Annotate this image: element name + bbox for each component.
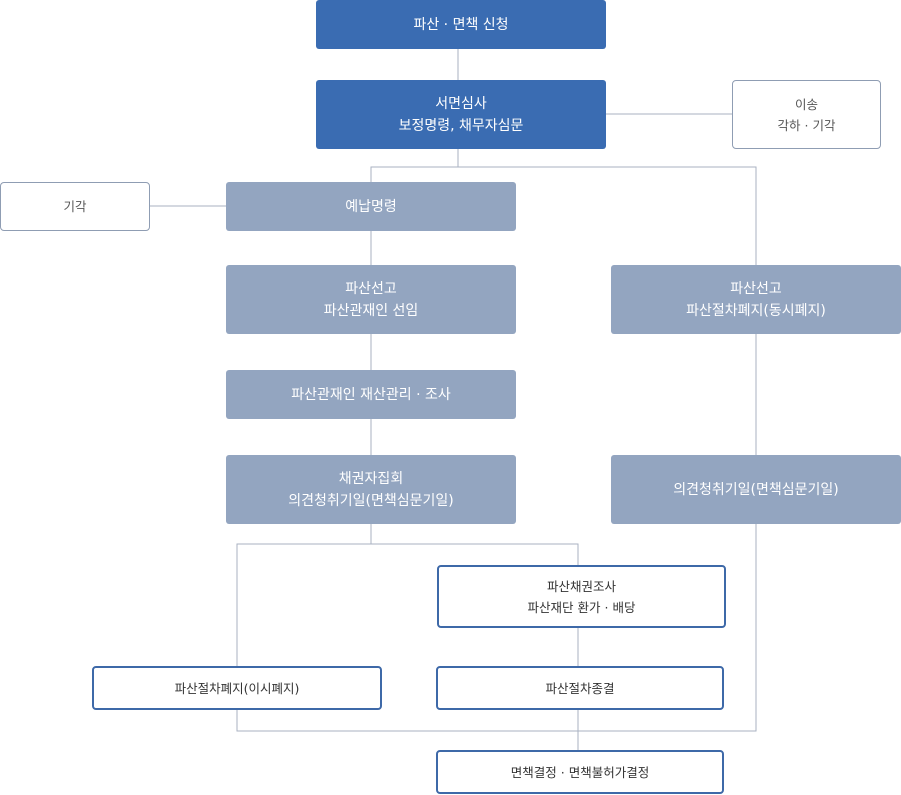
opinion-hearing-label: 의견청취기일(면책심문기일) — [288, 492, 454, 509]
claims-investigation-box: 파산채권조사 파산재단 환가 · 배당 — [437, 565, 726, 628]
connector — [370, 166, 757, 265]
creditors-meeting-label: 채권자집회 — [338, 470, 404, 487]
discharge-decision-label: 면책결정 · 면책불허가결정 — [510, 764, 650, 780]
abolition-after-label: 파산절차폐지(이시폐지) — [174, 680, 300, 696]
reject-label: 각하 · 기각 — [777, 117, 836, 133]
review-sublabel: 보정명령, 채무자심문 — [398, 117, 524, 134]
opinion-hearing-box: 의견청취기일(면책심문기일) — [611, 455, 901, 524]
trustee-appointment-label: 파산관재인 선임 — [323, 302, 419, 319]
review-box: 서면심사 보정명령, 채무자심문 — [316, 80, 606, 149]
creditors-meeting-box: 채권자집회 의견청취기일(면책심문기일) — [226, 455, 516, 524]
transfer-label: 이송 — [794, 96, 818, 112]
asset-management-box: 파산관재인 재산관리 · 조사 — [226, 370, 516, 419]
prepayment-label: 예납명령 — [345, 198, 397, 215]
review-label: 서면심사 — [435, 95, 487, 112]
termination-box: 파산절차종결 — [436, 666, 724, 710]
application-box: 파산 · 면책 신청 — [316, 0, 606, 49]
connector — [236, 524, 372, 667]
application-label: 파산 · 면책 신청 — [413, 16, 509, 33]
discharge-decision-box: 면책결정 · 면책불허가결정 — [436, 750, 724, 794]
declaration-box: 파산선고 파산관재인 선임 — [226, 265, 516, 334]
asset-management-label: 파산관재인 재산관리 · 조사 — [291, 386, 451, 403]
connector — [371, 543, 579, 565]
claims-investigation-label: 파산채권조사 — [546, 578, 616, 594]
declaration-label: 파산선고 — [730, 280, 782, 297]
declaration-simultaneous-box: 파산선고 파산절차폐지(동시폐지) — [611, 265, 901, 334]
dismissal-label: 기각 — [63, 199, 87, 214]
simultaneous-abolition-label: 파산절차폐지(동시폐지) — [686, 302, 826, 319]
prepayment-order-box: 예납명령 — [226, 182, 516, 231]
opinion-hearing-label: 의견청취기일(면책심문기일) — [673, 481, 839, 498]
abolition-after-box: 파산절차폐지(이시폐지) — [92, 666, 382, 710]
termination-label: 파산절차종결 — [545, 680, 615, 696]
connector — [236, 524, 757, 732]
dismissal-box: 기각 — [0, 182, 150, 231]
declaration-label: 파산선고 — [345, 280, 397, 297]
transfer-reject-box: 이송 각하 · 기각 — [732, 80, 881, 149]
liquidation-dividend-label: 파산재단 환가 · 배당 — [527, 599, 636, 615]
